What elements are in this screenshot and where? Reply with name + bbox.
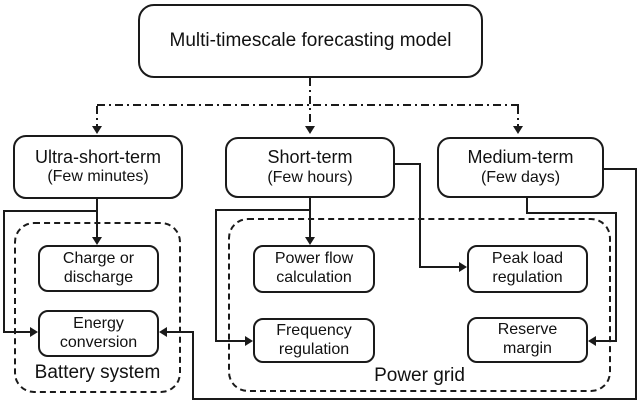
peak-load-line2: regulation bbox=[492, 269, 563, 286]
short-term-node: Short-term (Few hours) bbox=[225, 137, 395, 198]
connector-short-branch-left-h bbox=[215, 209, 311, 211]
ultra-short-term-node: Ultra-short-term (Few minutes) bbox=[13, 135, 183, 199]
charge-discharge-line1: Charge or bbox=[62, 249, 135, 267]
power-grid-label: Power grid bbox=[374, 365, 465, 386]
arrowhead-to-charge-discharge bbox=[92, 237, 102, 245]
connector-short-to-power-flow bbox=[309, 198, 311, 239]
charge-discharge-line2: discharge bbox=[63, 268, 134, 286]
connector-medium-right-h bbox=[526, 212, 617, 214]
short-term-period: (Few hours) bbox=[267, 168, 353, 186]
reserve-margin-node: Reserve margin bbox=[467, 317, 588, 363]
title-node: Multi-timescale forecasting model bbox=[138, 4, 483, 78]
arrowhead-to-medium-term bbox=[513, 126, 523, 134]
peak-load-line1: Peak load bbox=[491, 250, 564, 268]
frequency-regulation-line2: regulation bbox=[278, 340, 350, 358]
connector-short-right-h bbox=[395, 163, 421, 165]
power-flow-line2: calculation bbox=[276, 269, 352, 286]
arrowhead-to-peak-load bbox=[459, 262, 467, 272]
arrowhead-to-energy-conversion-right bbox=[159, 327, 167, 337]
title-node-label: Multi-timescale forecasting model bbox=[169, 29, 452, 51]
connector-ultra-branch-left-h bbox=[3, 210, 98, 212]
connector-ultra-branch-left-v bbox=[3, 210, 5, 333]
short-term-label: Short-term bbox=[267, 147, 353, 168]
connector-into-peak-load bbox=[419, 266, 460, 268]
connector-bus-to-medium-term bbox=[517, 106, 519, 127]
battery-system-label: Battery system bbox=[34, 362, 161, 383]
energy-conversion-line1: Energy bbox=[73, 314, 124, 332]
power-flow-line1: Power flow bbox=[274, 250, 354, 268]
arrowhead-to-power-flow bbox=[305, 237, 315, 245]
connector-ultra-to-charge bbox=[96, 199, 98, 239]
peak-load-node: Peak load regulation bbox=[467, 245, 588, 293]
connector-model-distribution-bus bbox=[97, 104, 519, 106]
connector-short-branch-left-v bbox=[215, 209, 217, 342]
arrowhead-to-ultra-short-term bbox=[92, 126, 102, 134]
connector-into-frequency-regulation bbox=[215, 340, 247, 342]
frequency-regulation-node: Frequency regulation bbox=[253, 318, 375, 363]
connector-into-energy-conversion-left bbox=[3, 331, 32, 333]
reserve-margin-line1: Reserve bbox=[497, 321, 558, 339]
connector-bottom-return-h bbox=[192, 398, 637, 400]
medium-term-period: (Few days) bbox=[480, 168, 561, 186]
arrowhead-to-reserve-margin bbox=[588, 336, 596, 346]
connector-short-right-v bbox=[419, 163, 421, 268]
connector-medium-down bbox=[526, 198, 528, 214]
arrowhead-to-short-term bbox=[305, 126, 315, 134]
connector-far-right-v bbox=[635, 168, 637, 400]
power-flow-node: Power flow calculation bbox=[253, 245, 375, 293]
connector-medium-right-v bbox=[615, 212, 617, 342]
connector-model-to-short-term bbox=[309, 78, 311, 127]
medium-term-node: Medium-term (Few days) bbox=[437, 137, 604, 198]
ultra-short-term-period: (Few minutes) bbox=[47, 168, 149, 186]
energy-conversion-node: Energy conversion bbox=[38, 310, 159, 357]
ultra-short-term-label: Ultra-short-term bbox=[34, 146, 161, 167]
arrowhead-to-frequency-regulation bbox=[245, 336, 253, 346]
frequency-regulation-line1: Frequency bbox=[276, 321, 352, 339]
connector-into-energy-conversion-right bbox=[167, 331, 194, 333]
connector-bus-to-ultra-short-term bbox=[96, 106, 98, 127]
reserve-margin-line2: margin bbox=[503, 340, 552, 357]
medium-term-label: Medium-term bbox=[467, 147, 574, 168]
connector-return-up-v bbox=[192, 332, 194, 400]
energy-conversion-line2: conversion bbox=[59, 333, 138, 351]
connector-medium-edge-right-h bbox=[604, 168, 637, 170]
arrowhead-to-energy-conversion-left bbox=[30, 327, 38, 337]
charge-discharge-node: Charge or discharge bbox=[38, 245, 159, 292]
connector-into-reserve-margin bbox=[596, 340, 617, 342]
